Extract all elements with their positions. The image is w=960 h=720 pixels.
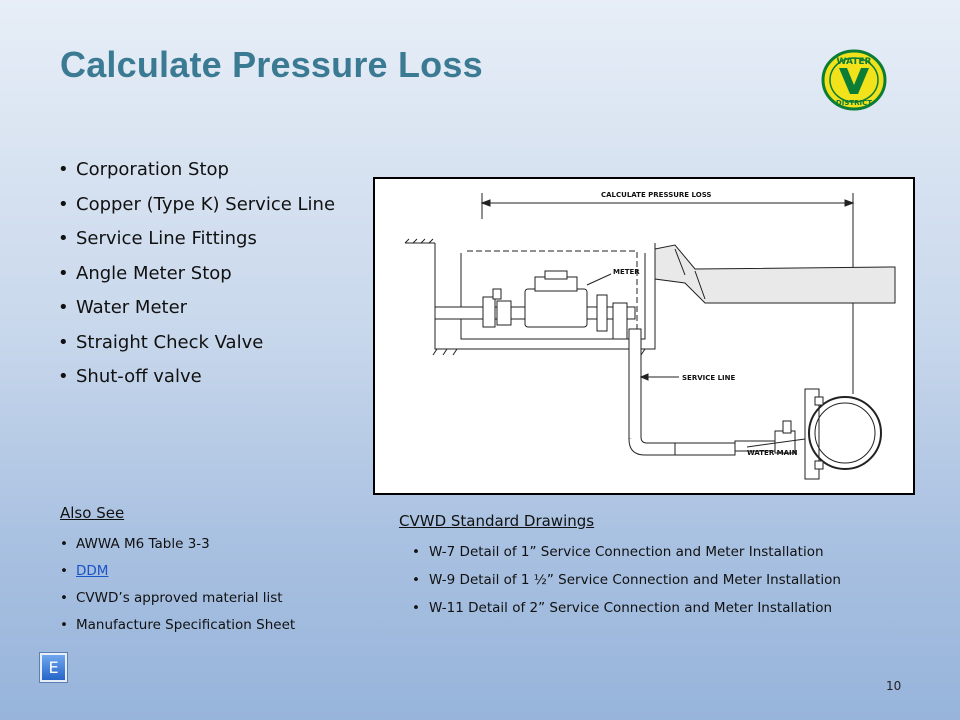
ddm-link[interactable]: DDM xyxy=(76,563,109,579)
list-item: Shut-off valve xyxy=(58,360,335,395)
also-see-item: Manufacture Specification Sheet xyxy=(76,617,296,633)
standard-drawings-list: W-7 Detail of 1” Service Connection and … xyxy=(412,538,841,622)
slide-title: Calculate Pressure Loss xyxy=(60,44,483,85)
drawing-svg: CALCULATE PRESSURE LOSS METER SERVICE LI… xyxy=(404,191,896,480)
water-district-logo: WATER DISTRICT xyxy=(821,49,887,111)
list-item: AWWA M6 Table 3-3 xyxy=(60,531,295,558)
service-connection-drawing: CALCULATE PRESSURE LOSS METER SERVICE LI… xyxy=(373,177,915,495)
drawing-header: CALCULATE PRESSURE LOSS xyxy=(601,191,711,199)
nav-e-button[interactable]: E xyxy=(40,653,67,682)
list-item: CVWD’s approved material list xyxy=(60,585,295,612)
also-see-list: AWWA M6 Table 3-3 DDM CVWD’s approved ma… xyxy=(60,531,295,639)
list-item: Angle Meter Stop xyxy=(58,257,335,292)
list-item: Service Line Fittings xyxy=(58,222,335,257)
logo-text-bottom: DISTRICT xyxy=(836,99,872,107)
list-item: DDM xyxy=(60,558,295,585)
list-item: Corporation Stop xyxy=(58,153,335,188)
list-item: W-9 Detail of 1 ½” Service Connection an… xyxy=(412,566,841,594)
list-item: W-7 Detail of 1” Service Connection and … xyxy=(412,538,841,566)
component-list: Corporation Stop Copper (Type K) Service… xyxy=(58,153,335,395)
list-item: Straight Check Valve xyxy=(58,326,335,361)
list-item: Manufacture Specification Sheet xyxy=(60,612,295,639)
logo-text-top: WATER xyxy=(836,57,871,67)
list-item: W-11 Detail of 2” Service Connection and… xyxy=(412,594,841,622)
list-item: Water Meter xyxy=(58,291,335,326)
list-item: Copper (Type K) Service Line xyxy=(58,188,335,223)
standard-drawings-heading: CVWD Standard Drawings xyxy=(399,512,595,530)
also-see-item: AWWA M6 Table 3-3 xyxy=(76,536,210,552)
page-number: 10 xyxy=(886,679,902,693)
water-main-label: WATER MAIN xyxy=(747,449,798,457)
also-see-heading: Also See xyxy=(60,504,125,522)
meter-label: METER xyxy=(613,268,640,276)
also-see-item: CVWD’s approved material list xyxy=(76,590,283,606)
service-line-label: SERVICE LINE xyxy=(682,374,736,382)
